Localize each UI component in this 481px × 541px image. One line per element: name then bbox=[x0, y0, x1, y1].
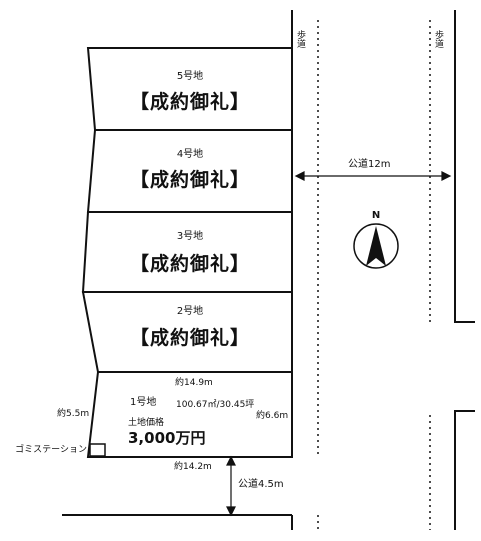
lot-1-depth-right: 約6.6m bbox=[256, 409, 288, 421]
side-road-label: 公道4.5m bbox=[238, 477, 284, 490]
lot-3-status: 【成約御礼】 bbox=[130, 252, 250, 275]
side-road-arrow-bottom bbox=[226, 506, 236, 517]
main-road-arrow-right bbox=[441, 171, 452, 181]
dimension-arrows bbox=[226, 171, 452, 517]
side-road-arrow-top bbox=[226, 455, 236, 466]
road-right-edge-lower bbox=[454, 410, 475, 530]
road-lines bbox=[62, 10, 475, 530]
compass-circle bbox=[353, 223, 399, 269]
main-road-label: 公道12m bbox=[348, 157, 390, 170]
road-right-edge-upper bbox=[454, 10, 475, 323]
north-compass: N bbox=[353, 210, 399, 269]
lot-1-width-bottom: 約14.2m bbox=[174, 460, 212, 472]
lot-1-price: 3,000万円 bbox=[128, 429, 205, 447]
lot-1-width-top: 約14.9m bbox=[175, 376, 213, 388]
compass-letter: N bbox=[372, 210, 380, 221]
lot-2-status: 【成約御礼】 bbox=[130, 326, 250, 349]
lot-5-number: 5号地 bbox=[177, 69, 203, 82]
main-road-arrow-left bbox=[294, 171, 305, 181]
garbage-station-label: ゴミステーション bbox=[15, 443, 87, 455]
lot-1-area: 100.67㎡/30.45坪 bbox=[176, 399, 254, 410]
lot-5-outline bbox=[86, 47, 293, 131]
lot-1-number: 1号地 bbox=[130, 395, 156, 408]
lot-1-depth-left: 約5.5m bbox=[57, 407, 89, 419]
lot-3-outline bbox=[81, 211, 293, 293]
lot-4-status: 【成約御礼】 bbox=[130, 168, 250, 191]
garbage-station-box bbox=[89, 443, 106, 457]
compass-arrow-icon bbox=[366, 226, 386, 266]
lot-4-number: 4号地 bbox=[177, 147, 203, 160]
sidewalk-right-label: 歩道 bbox=[433, 29, 444, 49]
lot-3-number: 3号地 bbox=[177, 229, 203, 242]
lot-1-price-label: 土地価格 bbox=[128, 416, 164, 428]
lot-2-number: 2号地 bbox=[177, 304, 203, 317]
sidewalk-left-label: 歩道 bbox=[295, 29, 306, 49]
lot-5-status: 【成約御礼】 bbox=[130, 90, 250, 113]
